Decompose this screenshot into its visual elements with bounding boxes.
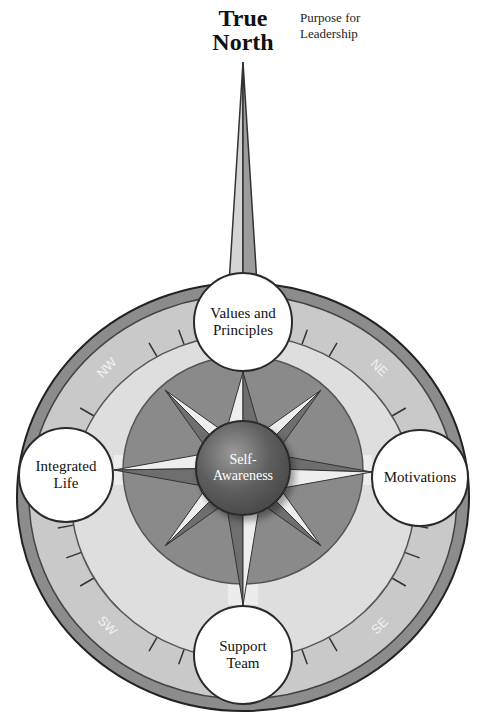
title: True North: [198, 6, 288, 54]
compass-rose: [114, 372, 372, 605]
needle-dark: [243, 62, 258, 300]
circle-label: Support Team: [208, 638, 278, 673]
center-sphere: Self-Awareness: [195, 420, 291, 516]
tick-mark: [66, 552, 81, 557]
tick-mark: [302, 330, 307, 345]
tick-mark: [405, 552, 420, 557]
value-circle: Values and Principles: [193, 272, 293, 372]
tick-mark: [392, 578, 406, 586]
tick-mark: [149, 343, 157, 357]
value-circle: Motivations: [371, 429, 469, 527]
tick-mark: [392, 408, 406, 416]
tick-mark: [58, 525, 74, 528]
value-circle: Integrated Life: [18, 427, 114, 523]
needle-light: [228, 62, 243, 300]
tick-mark: [80, 408, 94, 416]
tick-mark: [179, 330, 184, 345]
tick-mark: [179, 649, 184, 664]
tick-mark: [329, 343, 337, 357]
tick-mark: [302, 649, 307, 664]
subtitle-note: Purpose for Leadership: [300, 10, 380, 41]
tick-mark: [329, 637, 337, 651]
circle-label: Values and Principles: [204, 305, 282, 340]
tick-mark: [149, 637, 157, 651]
tick-mark: [80, 578, 94, 586]
value-circle: Support Team: [193, 605, 293, 705]
circle-label: Self-Awareness: [208, 452, 278, 484]
circle-label: Integrated Life: [31, 458, 101, 493]
circle-label: Motivations: [378, 469, 462, 486]
